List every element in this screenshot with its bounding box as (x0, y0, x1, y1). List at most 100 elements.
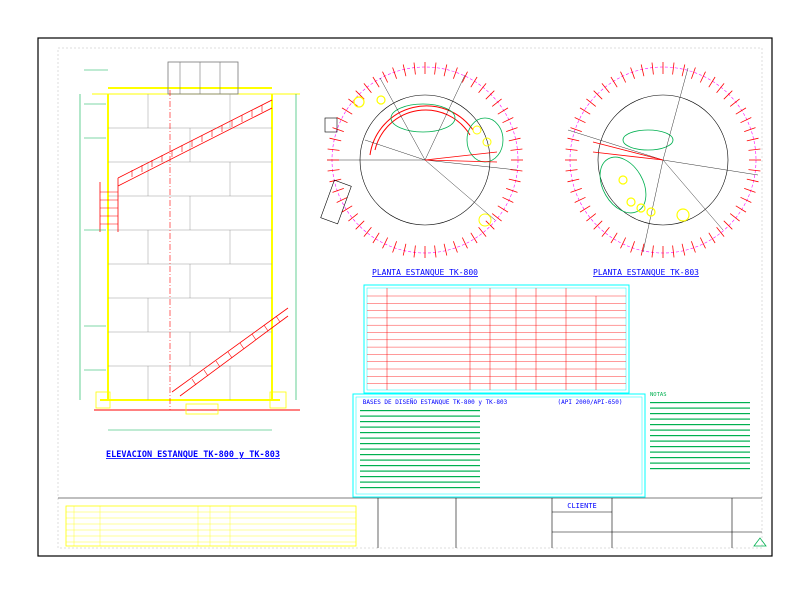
text-line-placeholder (360, 443, 480, 445)
text-line-placeholder (650, 424, 750, 426)
anchor-tick (434, 62, 437, 75)
anchor-tick (630, 241, 635, 253)
text-line-placeholder (360, 481, 480, 483)
nozzle-schedule-table (363, 284, 630, 394)
anchor-tick (372, 232, 380, 244)
anchor-tick (567, 178, 580, 183)
notes-title: NOTAS (650, 392, 667, 398)
anchor-tick (716, 226, 725, 237)
anchor-tick (570, 127, 582, 132)
text-line-placeholder (650, 407, 750, 409)
anchor-tick (336, 196, 348, 203)
anchor-tick (372, 76, 380, 88)
anchor-tick (735, 205, 747, 213)
anchor-tick (491, 213, 502, 222)
anchor-tick (502, 196, 514, 203)
anchor-tick (510, 169, 523, 172)
title-block (58, 497, 762, 548)
elevation-title: ELEVACION ESTANQUE TK-800 y TK-803 (106, 450, 280, 460)
anchor-tick (691, 241, 696, 253)
anchor-tick (497, 107, 509, 115)
anchor-tick (355, 220, 365, 230)
anchor-tick (443, 243, 448, 256)
anchor-tick (729, 213, 740, 222)
anchor-tick (506, 188, 518, 193)
anchor-tick (708, 76, 716, 88)
anchor-tick (746, 137, 759, 142)
anchor-tick (470, 232, 478, 244)
text-line-placeholder (360, 421, 480, 423)
text-line-placeholder (360, 476, 480, 478)
anchor-tick (392, 67, 397, 79)
text-line-placeholder (360, 410, 480, 412)
anchor-tick (579, 205, 591, 213)
anchor-tick (392, 241, 397, 253)
design-basis-note: (API 2000/API-650) (557, 399, 622, 406)
anchor-tick (363, 83, 372, 94)
anchor-tick (341, 107, 353, 115)
anchor-tick (461, 71, 468, 83)
anchor-tick (402, 243, 407, 256)
anchor-tick (453, 241, 458, 253)
tank-elevation (79, 61, 300, 431)
text-line-placeholder (360, 437, 480, 439)
anchor-tick (748, 169, 761, 172)
anchor-tick (708, 232, 716, 244)
anchor-tick (691, 67, 696, 79)
anchor-tick (470, 76, 478, 88)
anchor-tick (640, 243, 645, 256)
anchor-tick (348, 213, 359, 222)
anchor-tick (332, 127, 344, 132)
anchor-tick (586, 98, 597, 107)
text-line-placeholder (360, 448, 480, 450)
anchor-tick (510, 148, 523, 151)
anchor-tick (497, 205, 509, 213)
anchor-tick (593, 90, 603, 100)
anchor-tick (508, 137, 521, 142)
anchor-tick (746, 178, 759, 183)
anchor-tick (620, 71, 627, 83)
anchor-tick (508, 178, 521, 183)
anchor-tick (348, 98, 359, 107)
anchor-tick (327, 148, 340, 151)
anchor-tick (434, 245, 437, 258)
anchor-tick (413, 245, 416, 258)
anchor-tick (574, 196, 586, 203)
text-line-placeholder (650, 440, 750, 442)
anchor-tick (672, 245, 675, 258)
anchor-tick (327, 169, 340, 172)
anchor-tick (382, 237, 389, 249)
plan-tk-803-title: PLANTA ESTANQUE TK-803 (593, 268, 699, 277)
sheet-inner-border (57, 47, 763, 549)
anchor-tick (729, 98, 740, 107)
anchor-tick (744, 127, 756, 132)
anchor-tick (332, 188, 344, 193)
text-line-placeholder (650, 468, 750, 470)
text-line-placeholder (360, 487, 480, 489)
client-label: CLIENTE (567, 502, 597, 510)
text-line-placeholder (650, 446, 750, 448)
text-line-placeholder (360, 432, 480, 434)
design-basis-box (352, 393, 646, 498)
text-line-placeholder (650, 418, 750, 420)
text-line-placeholder (650, 435, 750, 437)
text-line-placeholder (360, 465, 480, 467)
anchor-tick (740, 196, 752, 203)
design-basis-title: BASES DE DISEÑO ESTANQUE TK-800 y TK-803 (363, 399, 508, 406)
anchor-tick (570, 188, 582, 193)
anchor-tick (610, 232, 618, 244)
anchor-tick (699, 237, 706, 249)
anchor-tick (620, 237, 627, 249)
anchor-tick (672, 62, 675, 75)
tank-plan-tk-800 (320, 62, 523, 258)
text-line-placeholder (650, 429, 750, 431)
revision-table (65, 505, 357, 547)
anchor-tick (716, 83, 725, 94)
anchor-tick (748, 148, 761, 151)
anchor-tick (574, 117, 586, 124)
anchor-tick (601, 83, 610, 94)
anchor-tick (336, 117, 348, 124)
anchor-tick (382, 71, 389, 83)
anchor-tick (723, 220, 733, 230)
